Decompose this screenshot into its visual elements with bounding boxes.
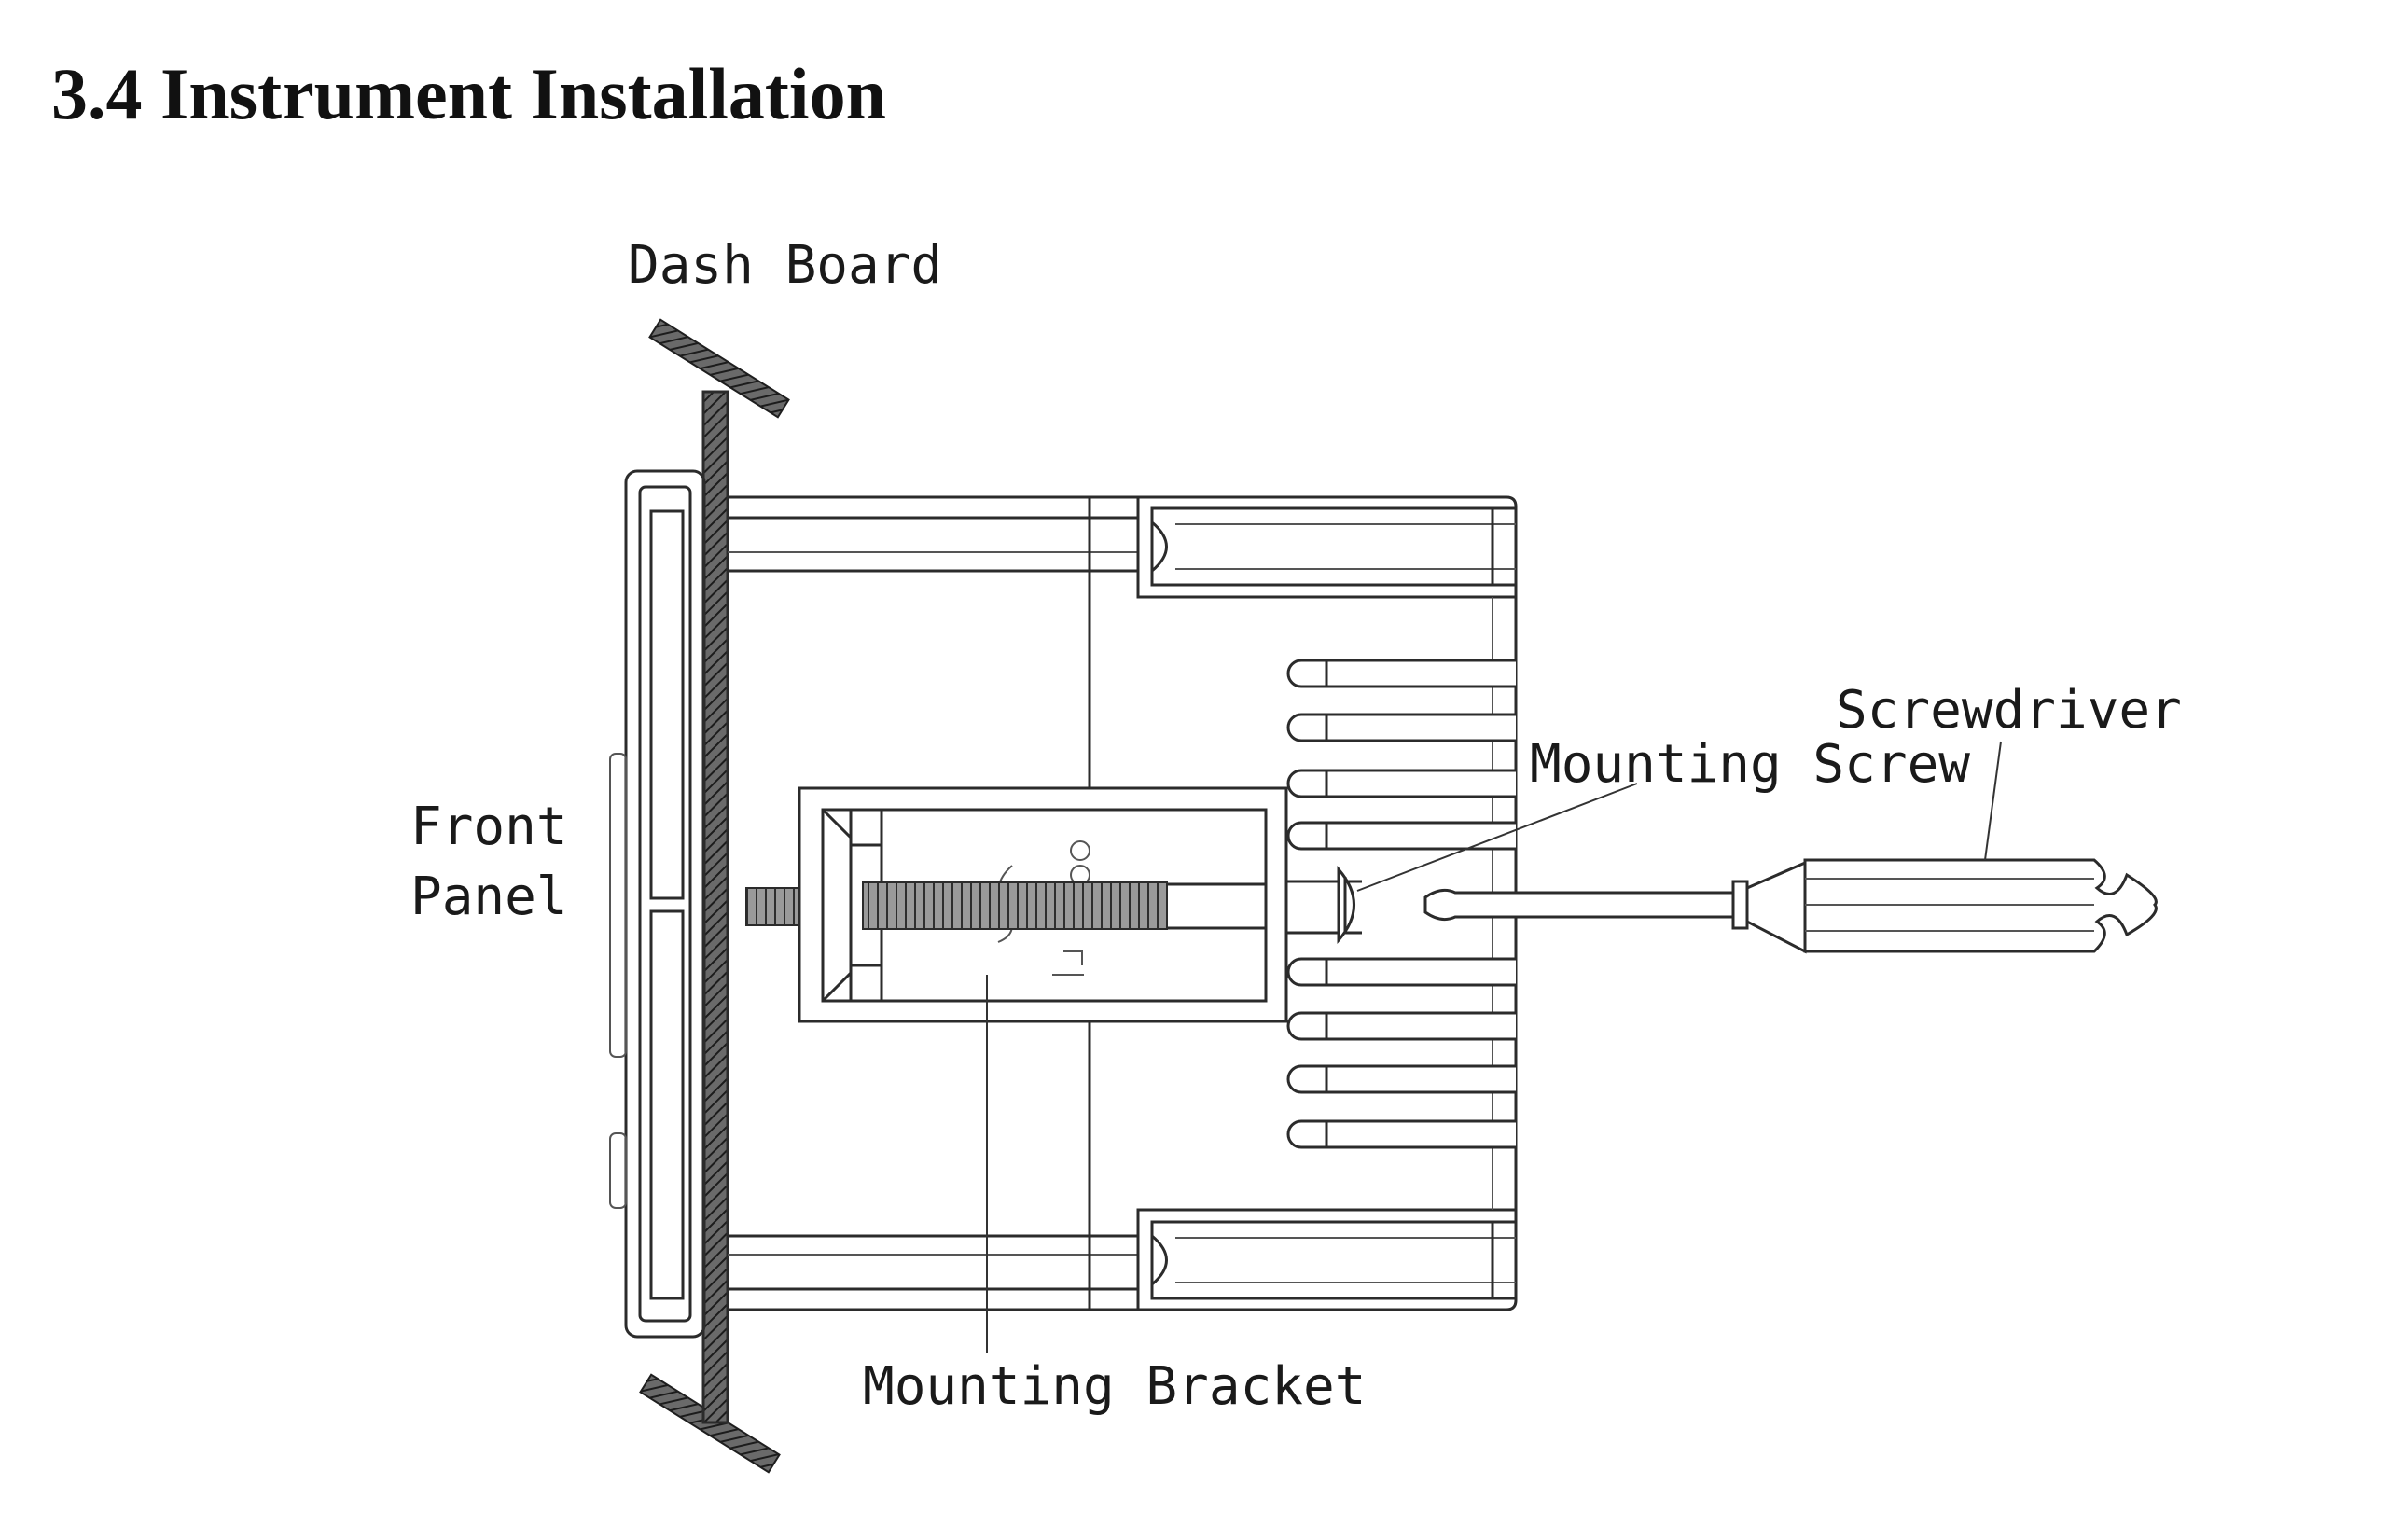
screwdriver [1423,858,2158,954]
label-screwdriver: Screwdriver [1836,680,2182,741]
label-mounting-screw: Mounting Screw [1530,734,1970,795]
terminal-fins [1286,659,1516,1149]
mounting-screw [745,865,1355,945]
label-front-panel-line2: Panel [410,867,568,927]
label-mounting-bracket: Mounting Bracket [863,1356,1366,1417]
section-heading: 3.4 Instrument Installation [51,53,886,134]
dash-board-panel [639,318,790,1474]
label-dash-board: Dash Board [628,235,942,296]
leader-mounting-screw [1356,783,1638,892]
leader-screwdriver [1984,741,2002,861]
label-front-panel-line1: Front [410,797,568,857]
front-panel-bezel [609,469,706,1339]
